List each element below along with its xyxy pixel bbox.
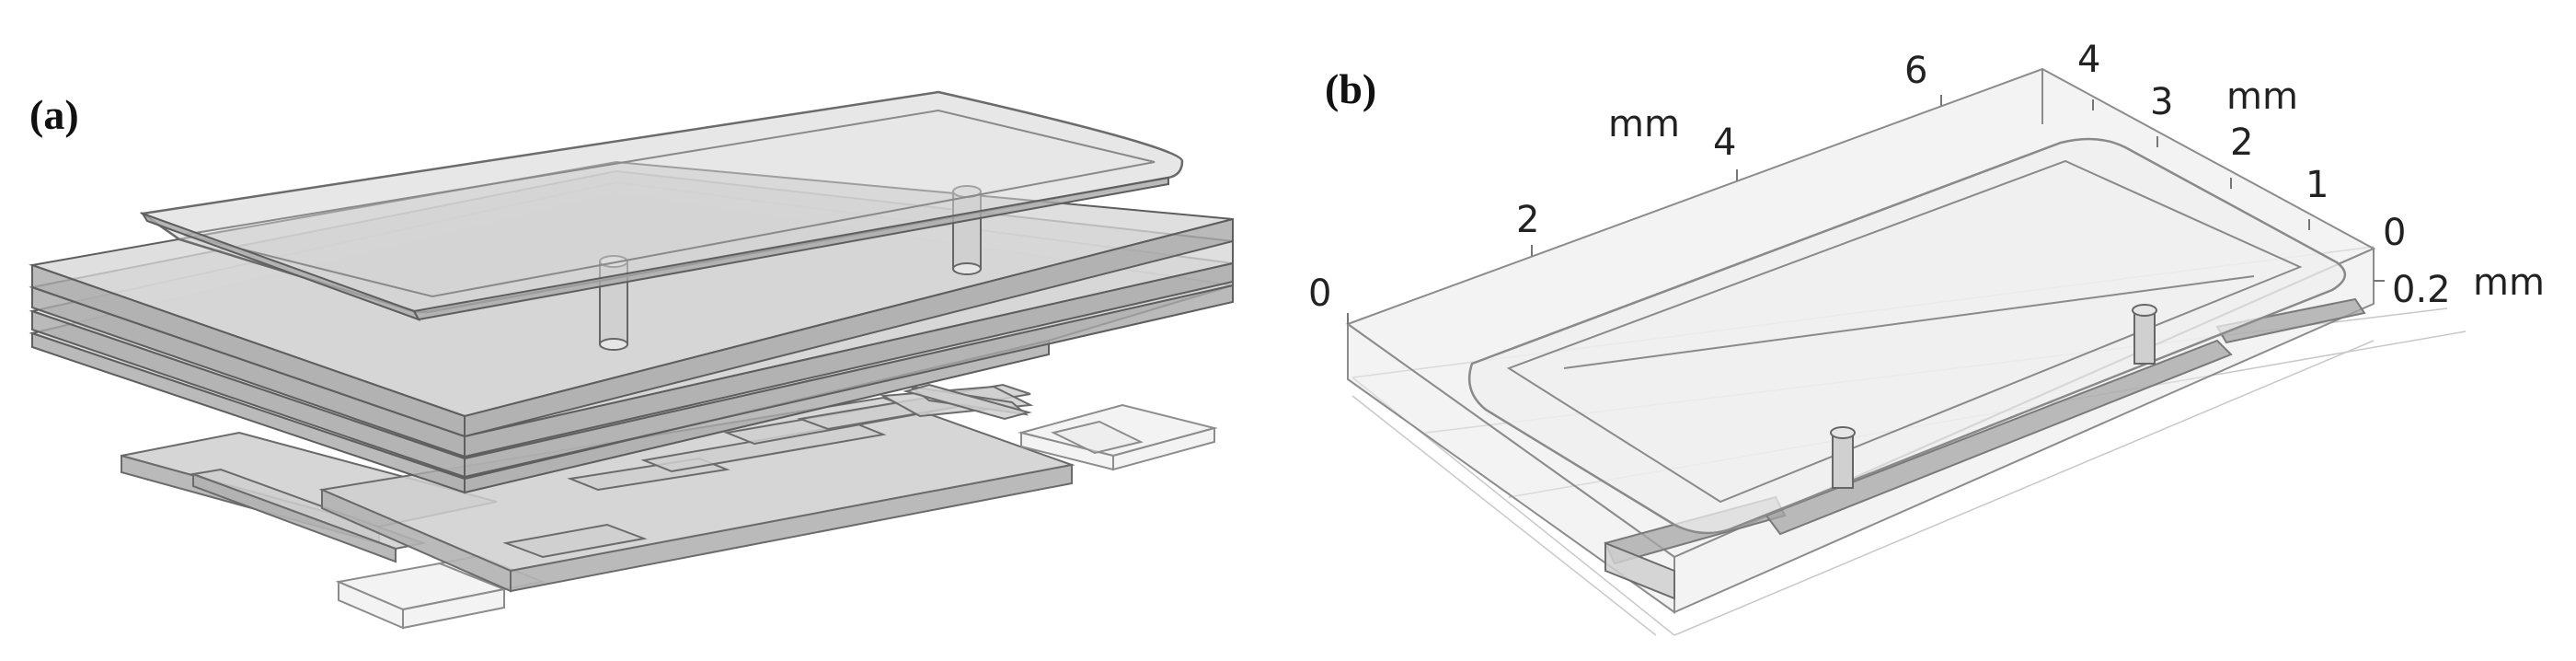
inner-plate — [1467, 137, 2346, 535]
lower-strip — [1765, 339, 2233, 536]
y-axis: 4 3 2 1 0 mm — [2077, 39, 2406, 254]
electrode-strip-side — [192, 472, 397, 563]
contact-pad-front — [402, 587, 505, 630]
panel-a: (a) — [29, 90, 1234, 630]
y-tick-label: 3 — [2150, 81, 2173, 123]
inner-plate-border — [1506, 159, 2303, 504]
z-axis: 0.2 mm — [2374, 261, 2545, 311]
pillar-top — [1830, 426, 1856, 439]
y-tick-label: 2 — [2230, 122, 2253, 164]
finger-strip — [502, 523, 648, 559]
lower-pad — [1604, 541, 1675, 600]
electrode-strip — [903, 383, 1032, 421]
substrate-layer-front — [464, 261, 1234, 458]
top-plate-inner — [183, 109, 1156, 298]
pillar-top — [2132, 304, 2157, 317]
pillar — [2133, 309, 2156, 365]
panel-b: (b) — [1308, 39, 2545, 636]
substrate-layer-front — [464, 284, 1234, 479]
x-axis-unit: mm — [1608, 103, 1680, 145]
y-tick-label: 0 — [2383, 212, 2406, 254]
lower-strip — [2215, 297, 2366, 344]
pillars-b — [1830, 304, 2157, 489]
y-tick-label: 1 — [2306, 164, 2329, 206]
x-tick-label: 2 — [1516, 199, 1539, 241]
pillar — [1832, 432, 1854, 489]
top-plate — [139, 90, 1184, 321]
inner-plate-outline — [1467, 137, 2346, 535]
base-strip-front — [321, 488, 512, 593]
electrode-strips — [121, 383, 1218, 630]
x-tick-label: 0 — [1308, 273, 1331, 315]
y-axis-unit: mm — [2226, 75, 2298, 118]
pillar-bottom — [952, 262, 982, 275]
panel-a-label: (a) — [29, 91, 79, 138]
panel-b-label: (b) — [1325, 65, 1376, 112]
x-tick-label: 6 — [1904, 50, 1927, 92]
z-tick-label: 0.2 — [2392, 269, 2451, 311]
contact-pad-inner — [1051, 420, 1144, 455]
z-axis-unit: mm — [2473, 261, 2545, 304]
x-tick-label: 4 — [1713, 122, 1736, 164]
contact-pad-front — [1112, 426, 1215, 471]
substrate-top-front — [464, 217, 1234, 438]
pillar-bottom — [599, 338, 628, 351]
top-plate-side — [140, 212, 421, 321]
y-tick-label: 4 — [2077, 39, 2100, 81]
x-axis: 0 2 4 6 mm — [1308, 50, 1942, 324]
